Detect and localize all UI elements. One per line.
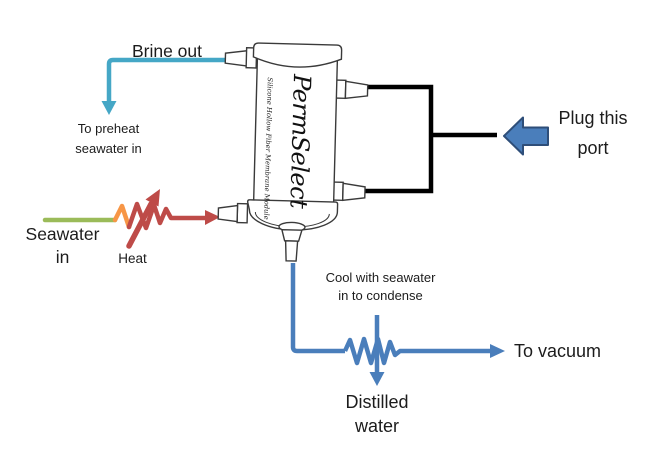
condenser-zigzag-line (342, 336, 491, 366)
seawater-in-arrowhead-icon (205, 210, 220, 225)
to-preheat-label: To preheat seawater in (75, 121, 142, 156)
port-bottom-left-barb (217, 204, 239, 223)
heat-label: Heat (118, 251, 147, 266)
module-subtitle-text: Silicone Hollow Fiber Membrane Module (262, 77, 274, 220)
cool-condense-label: Cool with seawater in to condense (325, 270, 436, 304)
to-vacuum-label: To vacuum (514, 341, 602, 361)
condensate-line (290, 263, 345, 354)
plug-block-arrow-icon (503, 116, 549, 156)
heat-zigzag-red (126, 201, 208, 231)
vacuum-arrowhead-icon (490, 344, 505, 358)
distilled-water-label: Distilled water (345, 392, 409, 437)
plug-bracket-line (364, 84, 434, 194)
port-right-lower-barb (341, 182, 366, 202)
port-right-upper-barb (344, 80, 369, 100)
heat-zigzag-orange (112, 203, 132, 230)
port-bottom-left-nut (236, 202, 249, 224)
plug-port-label: Plug this port (558, 108, 628, 158)
module-brand-text: PermSelect (284, 73, 316, 210)
brine-out-line (106, 57, 226, 103)
heat-arrow-line (126, 201, 154, 249)
heat-arrowhead-icon (145, 189, 160, 207)
membrane-module: PermSelect Silicone Hollow Fiber Membran… (217, 42, 369, 262)
distilled-arrowhead-icon (369, 372, 385, 386)
seawater-in-label: Seawater in (25, 224, 100, 267)
brine-out-label: Brine out (131, 41, 203, 61)
module-top-cap (252, 42, 343, 68)
brine-out-arrowhead-icon (101, 101, 117, 115)
module-bottom-cap (246, 199, 339, 231)
port-bottom-barb (284, 240, 299, 262)
port-bottom-flange (281, 228, 303, 242)
